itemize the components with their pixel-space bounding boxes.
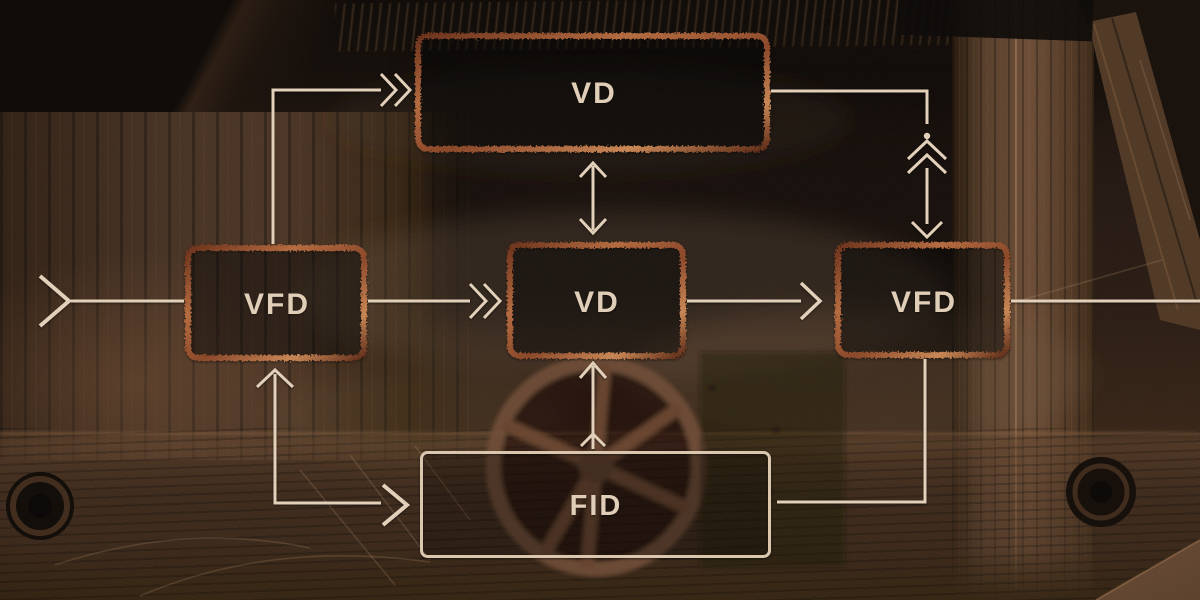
- background-floor-board: [0, 428, 1200, 600]
- background-left-plank: [0, 112, 472, 460]
- background-center-cavity: [425, 55, 1040, 325]
- background-floor-edge: [0, 432, 1200, 435]
- background-beam-grain: [334, 0, 1016, 52]
- arrowhead-up-icon-2: [578, 360, 608, 379]
